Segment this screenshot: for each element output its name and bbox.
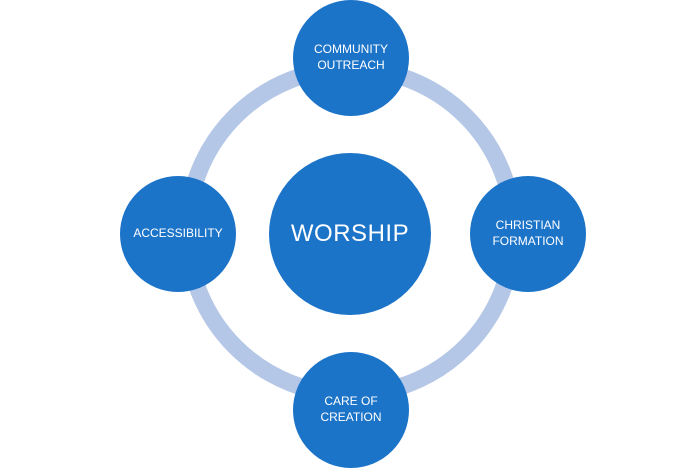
node-care-of-creation: CARE OF CREATION bbox=[293, 352, 409, 468]
node-care-of-creation-line2: CREATION bbox=[320, 410, 382, 424]
node-christian-formation-line2: FORMATION bbox=[492, 234, 564, 248]
center-node-label: WORSHIP bbox=[290, 220, 410, 247]
node-community-outreach-line1: COMMUNITY bbox=[314, 42, 388, 57]
node-christian-formation-label: CHRISTIAN FORMATION bbox=[486, 218, 569, 249]
node-accessibility-label: ACCESSIBILITY bbox=[133, 226, 223, 241]
node-community-outreach-label: COMMUNITY OUTREACH bbox=[308, 42, 394, 73]
node-care-of-creation-label: CARE OF CREATION bbox=[314, 394, 387, 425]
node-community-outreach-line2: OUTREACH bbox=[317, 58, 385, 72]
node-accessibility: ACCESSIBILITY bbox=[120, 176, 236, 292]
node-christian-formation-line1: CHRISTIAN bbox=[495, 218, 561, 233]
node-care-of-creation-line1: CARE OF bbox=[324, 394, 378, 409]
node-christian-formation: CHRISTIAN FORMATION bbox=[470, 176, 586, 292]
center-node-worship: WORSHIP bbox=[269, 153, 431, 315]
node-community-outreach: COMMUNITY OUTREACH bbox=[293, 0, 409, 116]
